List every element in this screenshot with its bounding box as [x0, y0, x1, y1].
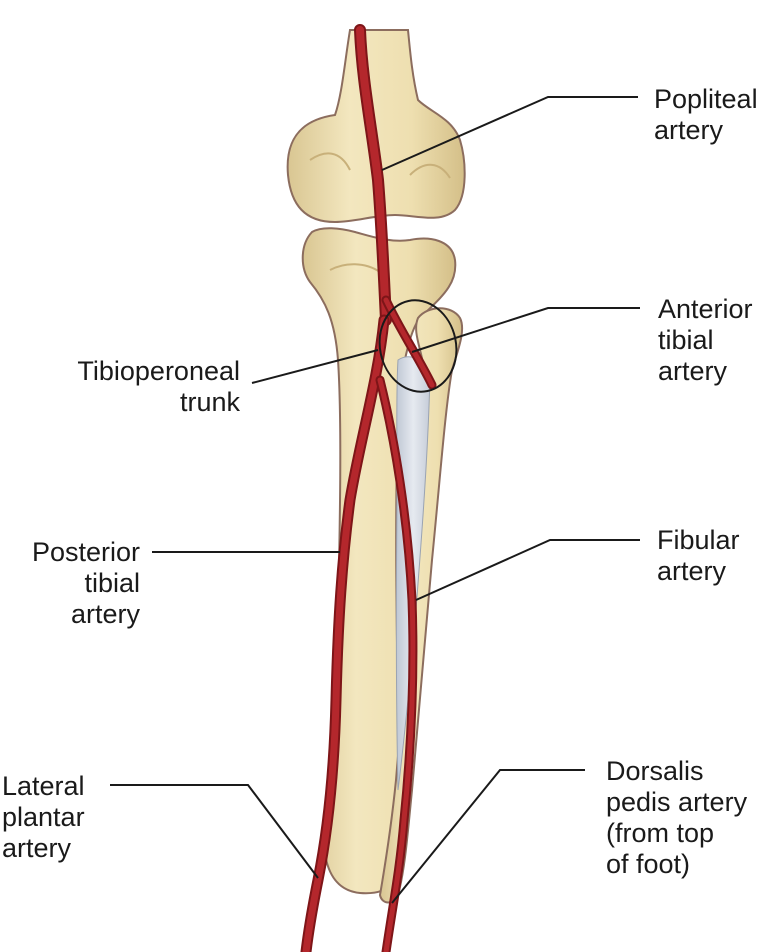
label-tibioperoneal-trunk: Tibioperoneal trunk — [77, 356, 240, 417]
label-fibular-artery: Fibular artery — [657, 525, 740, 586]
label-dorsalis-pedis-artery: Dorsalis pedis artery (from top of foot) — [606, 756, 748, 879]
arteries — [300, 24, 437, 952]
label-popliteal-artery: Popliteal artery — [654, 84, 758, 145]
label-anterior-tibial-artery: Anterior tibial artery — [658, 294, 753, 386]
leader-lines — [110, 96, 640, 904]
leader-lateral-plantar — [110, 784, 319, 879]
leader-anterior-tibial — [411, 307, 640, 353]
label-posterior-tibial-artery: Posterior tibial artery — [31, 537, 140, 629]
leader-tibioperoneal — [251, 349, 379, 384]
label-lateral-plantar-artery: Lateral plantar artery — [2, 771, 85, 863]
leader-dorsalis-pedis — [391, 769, 585, 904]
leader-fibular — [415, 539, 640, 601]
leader-popliteal — [381, 96, 638, 171]
